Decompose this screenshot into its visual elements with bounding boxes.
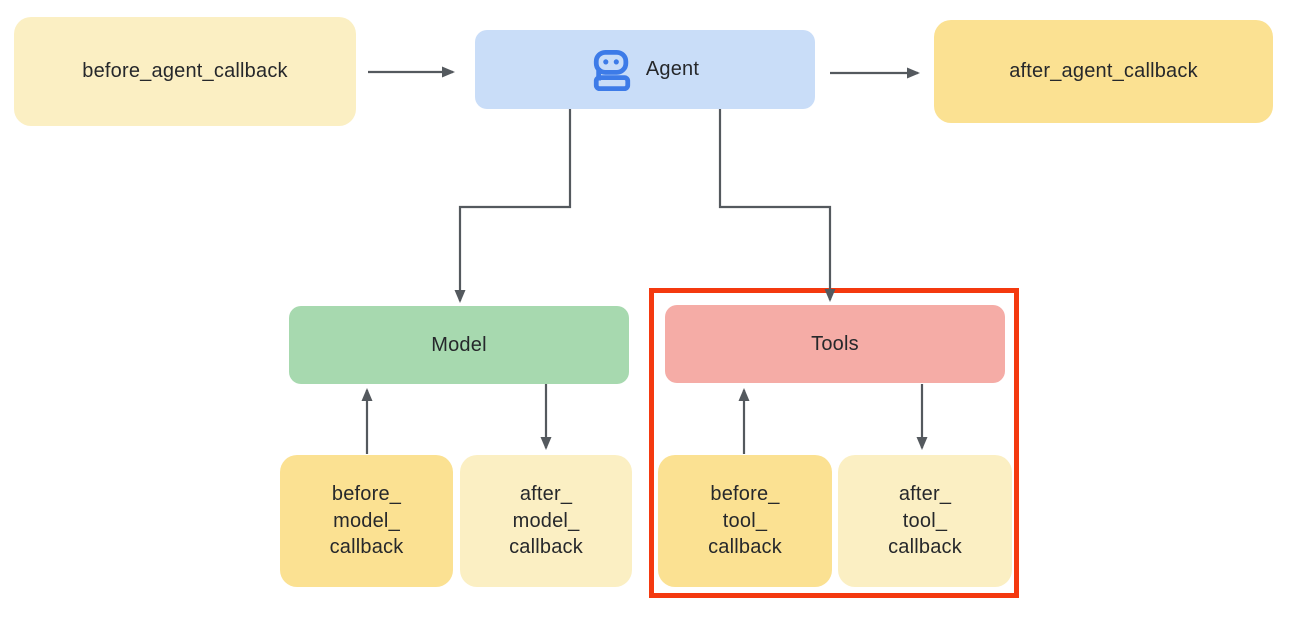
node-after-tool-callback: after_ tool_ callback xyxy=(838,455,1012,587)
node-label: after_ tool_ callback xyxy=(888,483,962,559)
node-label: before_agent_callback xyxy=(82,60,288,83)
node-label: after_agent_callback xyxy=(1009,60,1198,83)
arrow-agent-to-model xyxy=(454,109,572,303)
node-before-agent-callback: before_agent_callback xyxy=(14,17,356,126)
tools-highlight-box xyxy=(649,288,1019,598)
node-after-agent-callback: after_agent_callback xyxy=(934,20,1273,123)
node-after-model-callback: after_ model_ callback xyxy=(460,455,632,587)
arrow-agent-to-tools xyxy=(718,109,836,302)
node-label: before_ model_ callback xyxy=(329,483,404,559)
node-label: Tools xyxy=(811,332,859,355)
node-agent: Agent xyxy=(475,30,815,109)
node-label: Model xyxy=(431,333,487,356)
node-model: Model xyxy=(289,306,629,384)
node-before-tool-callback: before_ tool_ callback xyxy=(658,455,832,587)
node-tools: Tools xyxy=(665,305,1005,383)
robot-icon xyxy=(591,49,633,91)
node-before-model-callback: before_ model_ callback xyxy=(280,455,453,587)
node-label: before_ tool_ callback xyxy=(708,483,782,559)
node-label: Agent xyxy=(645,58,700,81)
node-label: after_ model_ callback xyxy=(509,483,583,559)
